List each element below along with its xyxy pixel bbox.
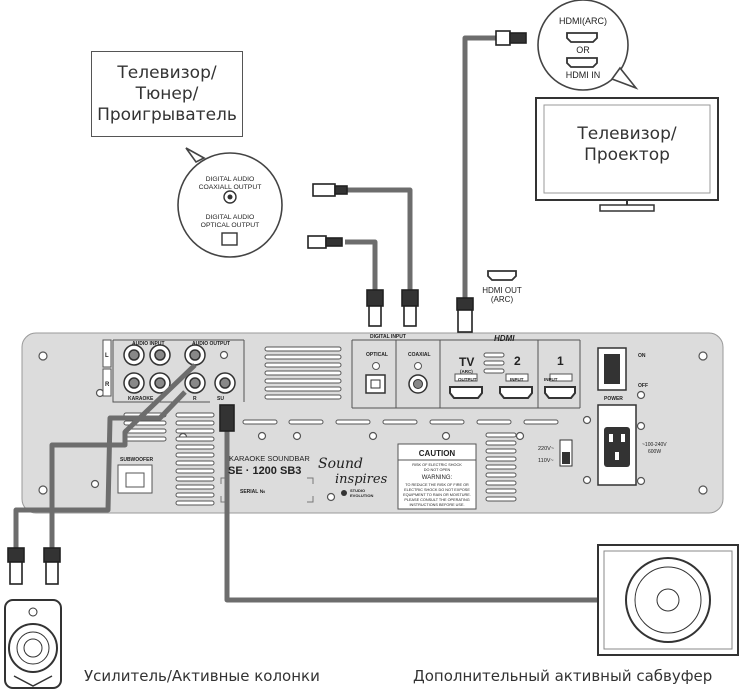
l-label: L <box>105 353 109 359</box>
hdmi-out-icon <box>487 270 517 281</box>
power-label: POWER <box>604 396 623 402</box>
plugs <box>7 30 527 585</box>
caution-sub-1: RISK OF ELECTRIC SHOCK <box>412 463 462 467</box>
hdmi-ports <box>449 386 576 399</box>
brand-2: inspires <box>335 472 388 487</box>
tv-label: TV <box>459 355 474 369</box>
hdmi-bubble <box>537 0 639 91</box>
optical-label: OPTICAL <box>366 352 388 358</box>
warn-line-1: TO REDUCE THE RISK OF FIRE OR <box>405 483 469 487</box>
audio-input-label: AUDIO INPUT <box>132 341 165 347</box>
off-label: OFF <box>638 383 648 389</box>
input-1-label: INPUT <box>544 377 558 382</box>
v220-label: 220V~ <box>538 446 554 452</box>
warning-label <box>397 443 477 510</box>
amplifier-caption: Усилитель/Активные колонки <box>84 667 320 685</box>
serial-label: SERIAL № <box>240 489 266 495</box>
subwoofer-caption: Дополнительный активный сабвуфер <box>413 667 713 685</box>
coax-label-1: DIGITAL AUDIO <box>206 176 255 183</box>
hdmi-frame <box>440 339 581 409</box>
tv-line-1: Телевизор/ <box>577 124 677 144</box>
warn-line-5: INSTRUCTIONS BEFORE USE. <box>409 503 464 507</box>
audio-output-label: AUDIO OUTPUT <box>192 341 230 347</box>
tv-projector-label: Телевизор/ Проектор <box>548 124 706 166</box>
caution-label: CAUTION <box>419 449 456 458</box>
hdmi-logo: HDMI <box>494 334 515 343</box>
top-vents <box>264 346 342 400</box>
power-rating-1: ~100-240V <box>642 442 667 448</box>
speaker-icon <box>4 599 62 689</box>
on-label: ON <box>638 353 646 359</box>
optical-port <box>365 374 386 394</box>
source-line-1: Телевизор/ <box>117 62 217 83</box>
sub-short-label: SU <box>217 396 224 402</box>
model-line-1: KARAOKE SOUNDBAR <box>229 454 310 463</box>
subwoofer-label: SUBWOOFER <box>120 457 153 463</box>
cables <box>13 35 600 603</box>
warning-label-text: WARNING: <box>422 475 453 481</box>
source-device-box: Телевизор/ Тюнер/ Проигрыватель <box>91 51 243 137</box>
opt-label-2: OPTICAL OUTPUT <box>201 222 260 229</box>
hdmi-arc-label: HDMI(ARC) <box>559 16 607 26</box>
digital-input-label: DIGITAL INPUT <box>370 334 406 340</box>
opt-label-1: DIGITAL AUDIO <box>206 214 255 221</box>
digital-input-frame <box>351 339 441 409</box>
subwoofer-icon <box>597 544 739 656</box>
hdmi-out-label: HDMI OUT <box>482 286 522 295</box>
karaoke-label: KARAOKE <box>128 396 154 402</box>
or-label: OR <box>576 45 590 55</box>
studio-label: STUDIO <box>350 488 365 493</box>
arc-label: (ARC) <box>460 369 473 374</box>
coaxial-label: COAXIAL <box>408 352 431 358</box>
source-line-3: Проигрыватель <box>97 104 237 125</box>
brand-1: Sound <box>318 456 363 472</box>
power-rating-2: 600W <box>648 449 661 455</box>
r-out-label: R <box>193 396 197 402</box>
output-label: OUTPUT <box>458 377 477 382</box>
hdmi2-label: 2 <box>514 354 521 368</box>
caution-sub-2: DO NOT OPEN <box>424 468 451 472</box>
tv-line-2: Проектор <box>584 145 670 165</box>
hdmi-out-arc-label: (ARC) <box>491 295 514 304</box>
evolution-label: EVOLUTION <box>350 493 373 498</box>
hdmi-in-label: HDMI IN <box>566 70 601 80</box>
source-line-2: Тюнер/ <box>135 83 199 104</box>
input-2-label: INPUT <box>510 377 524 382</box>
warn-line-4: PLEASE CONSULT THE OPERATING <box>404 498 469 502</box>
source-bubble <box>177 147 283 258</box>
coax-label-2: COAXIALL OUTPUT <box>199 184 262 191</box>
r-label: R <box>105 382 110 388</box>
hdmi-small-slots <box>454 352 573 382</box>
hdmi1-label: 1 <box>557 354 564 368</box>
model-line-2: SE · 1200 SB3 <box>228 465 301 477</box>
tv-icon <box>535 97 719 212</box>
warn-line-3: EQUIPMENT TO RAIN OR MOISTURE. <box>403 493 471 497</box>
warn-line-2: ELECTRIC SHOCK DO NOT EXPOSE <box>404 488 470 492</box>
rca-jacks <box>123 344 236 394</box>
v110-label: 110V~ <box>538 458 554 464</box>
